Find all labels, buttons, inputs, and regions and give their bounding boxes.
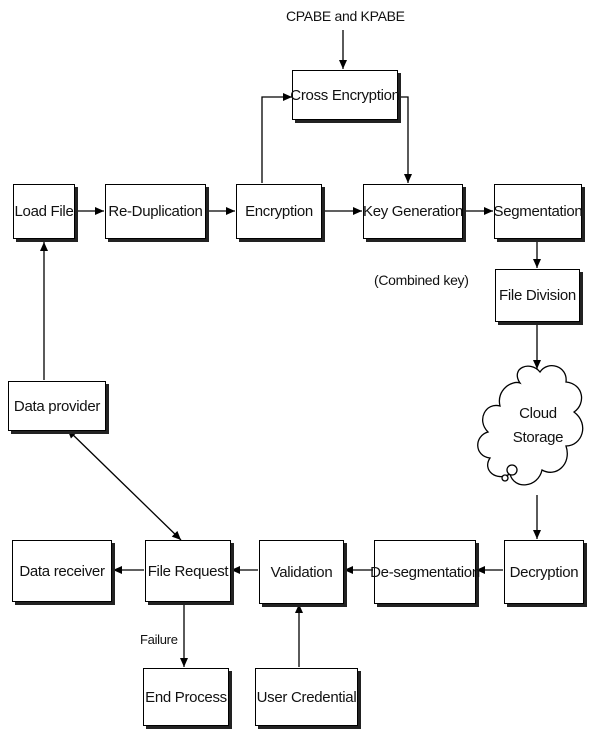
data-receiver-node: Data receiver [12, 540, 112, 602]
cross-encryption-label: Cross Encryption [290, 86, 400, 104]
file-division-node: File Division [495, 269, 580, 322]
file-division-label: File Division [499, 287, 576, 304]
de-segmentation-label: De-segmentation [370, 563, 480, 581]
load-file-node: Load File [13, 184, 75, 239]
validation-label: Validation [270, 563, 333, 581]
cloud-storage-line1: Cloud [519, 405, 557, 422]
cloud-storage-label: Cloud Storage [500, 402, 576, 450]
cpabe-kpabe-label: CPABE and KPABE [286, 8, 405, 24]
arrow-encryption-to-cross [261, 93, 292, 183]
end-process-node: End Process [143, 668, 229, 726]
data-provider-node: Data provider [8, 381, 106, 431]
user-credential-label: User Credential [256, 688, 357, 706]
load-file-label: Load File [14, 203, 74, 220]
file-request-node: File Request [145, 540, 231, 602]
decryption-node: Decryption [504, 540, 584, 604]
decryption-label: Decryption [509, 563, 579, 581]
validation-node: Validation [259, 540, 344, 604]
cloud-shape [477, 365, 584, 486]
segmentation-node: Segmentation [493, 184, 583, 239]
encryption-node: Encryption [236, 184, 322, 239]
data-provider-label: Data provider [13, 397, 101, 415]
key-generation-label: Key Generation [362, 203, 464, 220]
cross-encryption-node: Cross Encryption [290, 70, 400, 120]
arrow-provider-filerequest [67, 429, 182, 541]
cloud-storage-line2: Storage [512, 429, 564, 446]
encryption-label: Encryption [245, 203, 313, 220]
combined-key-label: (Combined key) [374, 272, 469, 288]
key-generation-node: Key Generation [363, 184, 463, 239]
de-segmentation-node: De-segmentation [370, 540, 480, 604]
user-credential-node: User Credential [255, 668, 358, 726]
re-duplication-node: Re-Duplication [105, 184, 206, 239]
failure-label: Failure [140, 632, 178, 647]
end-process-label: End Process [145, 688, 227, 706]
data-receiver-label: Data receiver [19, 562, 105, 580]
re-duplication-label: Re-Duplication [108, 203, 203, 220]
segmentation-label: Segmentation [493, 203, 583, 220]
arrow-cross-to-keygen [398, 96, 412, 183]
file-request-label: File Request [147, 562, 229, 580]
